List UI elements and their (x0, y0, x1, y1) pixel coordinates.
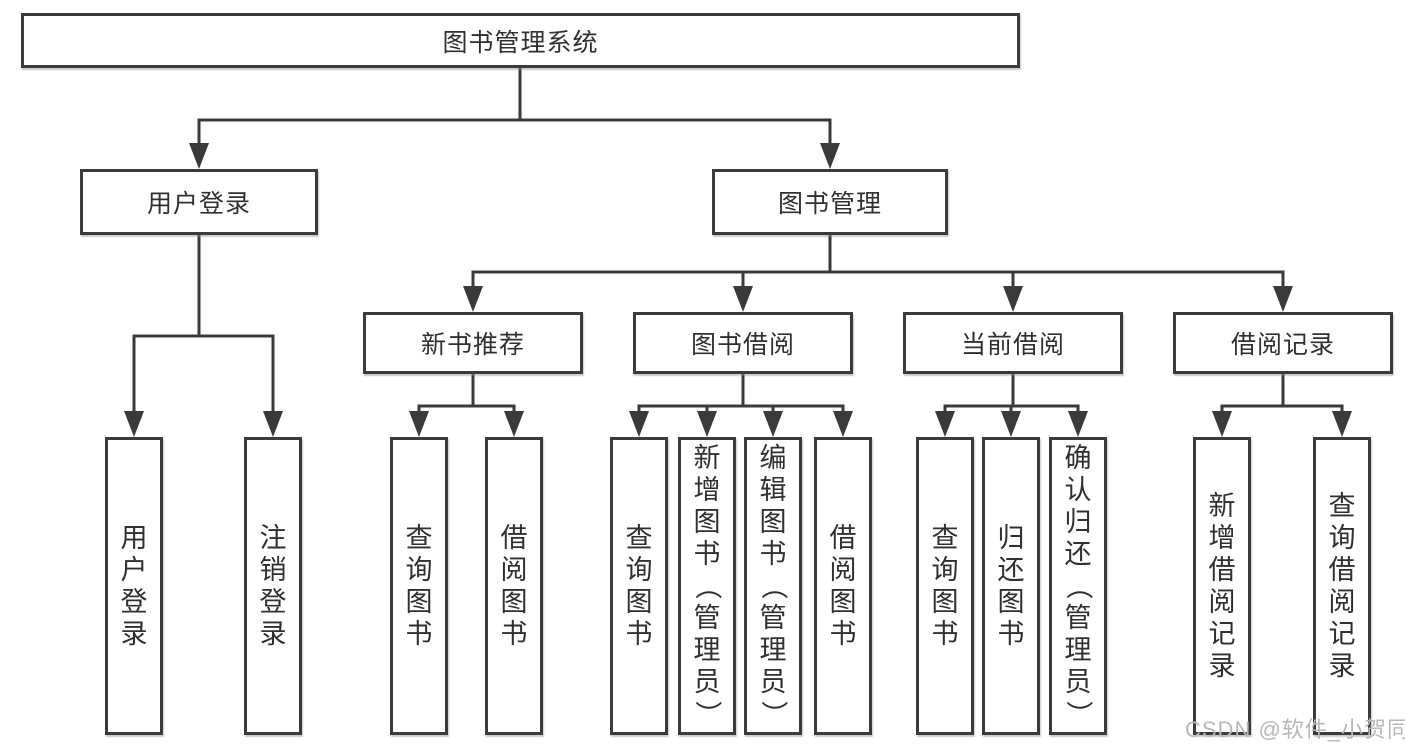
leaf-add-borrow-record: 新增借阅记录 (1193, 437, 1251, 735)
leaf-label: 借阅图书 (829, 523, 857, 649)
node-book-borrow: 图书借阅 (633, 312, 853, 374)
node-label: 借阅记录 (1230, 331, 1335, 359)
node-user-login: 用户登录 (80, 169, 318, 235)
node-label: 图书管理系统 (442, 28, 599, 57)
leaf-label: 查询图书 (625, 523, 653, 649)
leaf-label: 编辑图书（管理员） (758, 443, 788, 728)
node-label: 新书推荐 (420, 331, 525, 359)
csdn-watermark: CSDN @软件_小贺同学 (1185, 717, 1405, 742)
leaf-query-borrow-record: 查询借阅记录 (1313, 437, 1371, 735)
leaf-label: 查询借阅记录 (1328, 491, 1356, 681)
node-borrow-records: 借阅记录 (1173, 312, 1393, 374)
node-label: 图书借阅 (690, 331, 795, 359)
leaf-label: 注销登录 (259, 523, 287, 649)
leaf-borrow-books: 借阅图书 (814, 437, 872, 735)
leaf-label: 新增借阅记录 (1208, 491, 1236, 681)
leaf-label: 确认归还（管理员） (1063, 443, 1093, 728)
node-library-management-system: 图书管理系统 (21, 13, 1020, 68)
leaf-borrow-books-recommend: 借阅图书 (485, 437, 543, 735)
leaf-label: 用户登录 (120, 523, 148, 649)
leaf-label: 查询图书 (405, 523, 433, 649)
node-label: 图书管理 (777, 190, 882, 218)
leaf-logout: 注销登录 (244, 437, 302, 735)
leaf-label: 查询图书 (931, 523, 959, 649)
leaf-edit-book-admin: 编辑图书（管理员） (744, 437, 802, 735)
leaf-confirm-return-admin: 确认归还（管理员） (1049, 437, 1107, 735)
node-new-book-recommend: 新书推荐 (363, 312, 583, 374)
leaf-return-book: 归还图书 (982, 437, 1040, 735)
leaf-label: 归还图书 (997, 523, 1025, 649)
node-current-borrow: 当前借阅 (903, 312, 1123, 374)
node-label: 用户登录 (146, 190, 251, 218)
leaf-query-books-current: 查询图书 (916, 437, 974, 735)
leaf-add-book-admin: 新增图书（管理员） (678, 437, 736, 735)
leaf-label: 借阅图书 (500, 523, 528, 649)
leaf-label: 新增图书（管理员） (692, 443, 722, 728)
leaf-query-books-recommend: 查询图书 (390, 437, 448, 735)
leaf-user-login: 用户登录 (105, 437, 163, 735)
leaf-query-books-borrow: 查询图书 (610, 437, 668, 735)
node-book-management: 图书管理 (712, 169, 948, 235)
node-label: 当前借阅 (960, 331, 1065, 359)
